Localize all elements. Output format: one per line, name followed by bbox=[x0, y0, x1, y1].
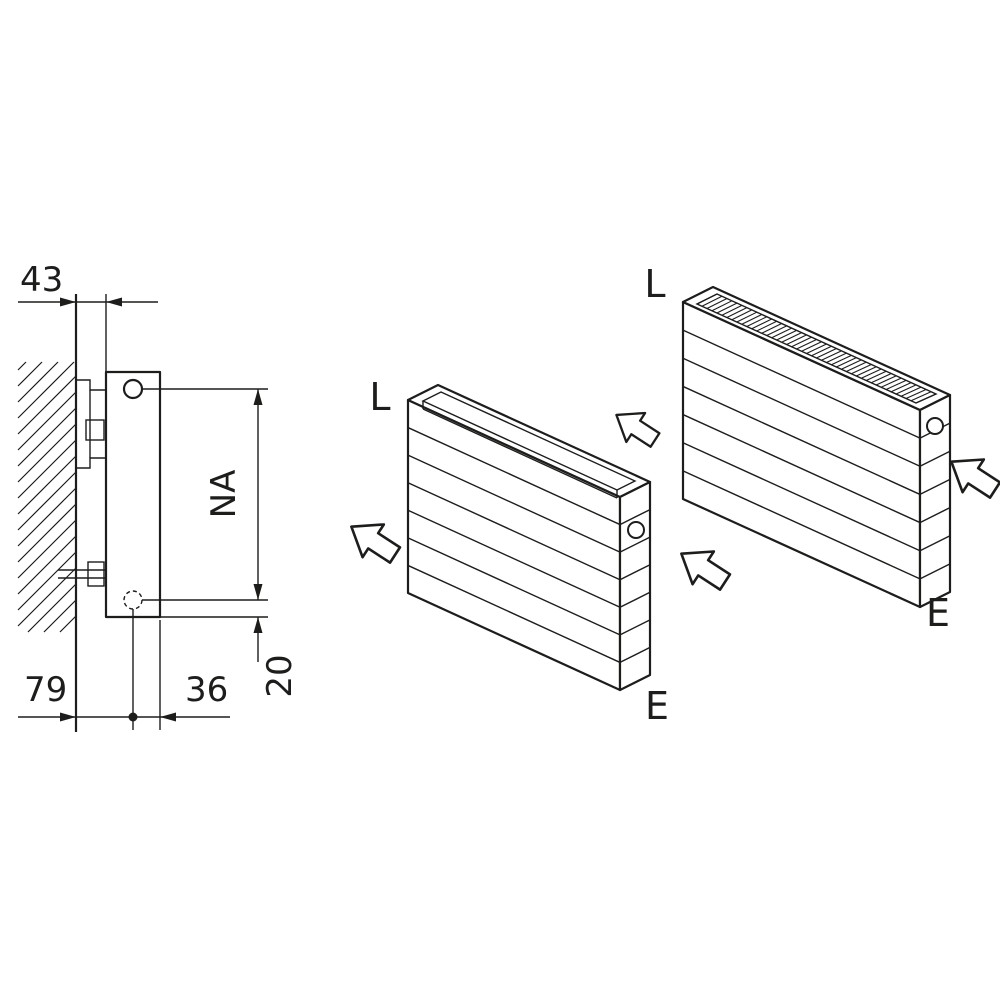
dim-label-bottom-left: 79 bbox=[24, 670, 67, 710]
iso-back-radiator: L E bbox=[644, 262, 952, 635]
back-radiator-grille bbox=[696, 293, 937, 404]
dimension-height-na: NA bbox=[142, 388, 268, 601]
wall-bracket-top bbox=[76, 379, 106, 469]
dimension-bottom-clearance: 20 bbox=[160, 616, 300, 698]
dimension-wall-offset: 43 bbox=[18, 260, 158, 372]
front-radiator-end-face bbox=[618, 480, 652, 692]
wall-bracket-bottom bbox=[58, 561, 106, 587]
radiator-side-profile bbox=[104, 370, 162, 619]
dimension-bottom-offsets: 79 36 bbox=[18, 609, 230, 730]
front-radiator-plug bbox=[627, 521, 645, 539]
iso-front-radiator: L E bbox=[369, 375, 669, 728]
dim-label-top-offset: 43 bbox=[20, 260, 63, 300]
front-radiator-label-l: L bbox=[369, 375, 390, 419]
dim-label-bottom-mid: 36 bbox=[185, 670, 228, 710]
wall-hatching bbox=[17, 361, 77, 633]
flow-arrow-icon bbox=[605, 399, 666, 456]
back-radiator-plug bbox=[926, 417, 944, 435]
flow-arrow-icon bbox=[669, 536, 737, 600]
front-radiator-slats bbox=[407, 426, 651, 664]
back-radiator-label-l: L bbox=[644, 262, 665, 306]
flow-arrow-icon bbox=[339, 509, 407, 573]
side-section-view: 43 NA bbox=[17, 260, 300, 732]
front-radiator-top-slot bbox=[421, 391, 637, 499]
back-radiator-end-face bbox=[918, 393, 952, 609]
front-radiator-label-e: E bbox=[645, 684, 669, 728]
dim-label-height: NA bbox=[204, 470, 244, 519]
back-radiator-slats bbox=[682, 329, 951, 580]
dim-label-bottom-clearance: 20 bbox=[260, 654, 300, 697]
back-radiator-label-e: E bbox=[926, 591, 950, 635]
